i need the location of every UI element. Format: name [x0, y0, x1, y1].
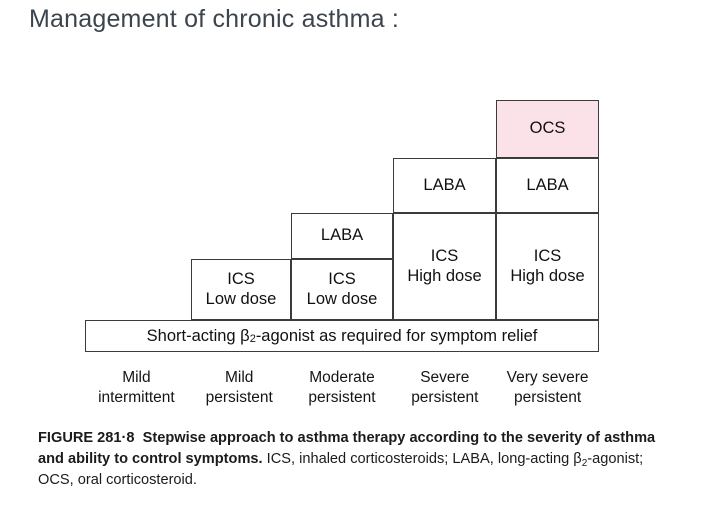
caption-figure-number: FIGURE 281·8 — [38, 430, 135, 446]
step-cell-very-severe-persistent-ics[interactable]: ICS High dose — [496, 213, 599, 320]
page-title: Management of chronic asthma : — [29, 5, 400, 33]
cell-line2: High dose — [510, 266, 585, 285]
figure-caption: FIGURE 281·8 Stepwise approach to asthma… — [38, 428, 676, 491]
severity-line2: persistent — [308, 389, 376, 407]
cell-line1: ICS — [430, 247, 459, 266]
cell-line2: High dose — [407, 266, 482, 285]
cell-line2: Low dose — [205, 289, 277, 308]
severity-line2: persistent — [205, 389, 273, 407]
stepwise-staircase-diagram: ICS Low dose LABA ICS Low dose LABA ICS … — [85, 100, 599, 352]
cell-line1: ICS — [227, 270, 255, 289]
caption-rest-subscript: 2 — [581, 458, 588, 469]
severity-line2: intermittent — [98, 389, 175, 407]
severity-line2: persistent — [513, 389, 582, 407]
severity-label-mild-intermittent: Mild intermittent — [85, 368, 188, 410]
step-cell-very-severe-persistent-ocs[interactable]: OCS — [496, 100, 599, 158]
reliever-subscript: 2 — [249, 333, 256, 345]
severity-label-severe-persistent: Severe persistent — [393, 368, 496, 410]
severity-line1: Very severe — [506, 369, 589, 386]
severity-label-mild-persistent: Mild persistent — [188, 368, 291, 410]
step-cell-moderate-persistent-ics[interactable]: ICS Low dose — [291, 259, 393, 320]
cell-line2: Low dose — [306, 289, 378, 308]
step-cell-severe-persistent-ics[interactable]: ICS High dose — [393, 213, 496, 320]
cell-line1: OCS — [529, 119, 566, 138]
cell-line1: LABA — [423, 175, 466, 194]
cell-line1: LABA — [320, 226, 364, 245]
severity-label-very-severe-persistent: Very severe persistent — [496, 368, 599, 410]
step-cell-mild-persistent-ics[interactable]: ICS Low dose — [191, 259, 291, 320]
cell-line1: ICS — [328, 270, 356, 289]
step-cell-very-severe-persistent-laba[interactable]: LABA — [496, 158, 599, 213]
severity-label-moderate-persistent: Moderate persistent — [291, 368, 394, 410]
caption-rest-part1: ICS, inhaled corticosteroids; LABA, long… — [262, 451, 582, 467]
caption-rest-part2: -agonist; OCS, oral corticosteroid. — [38, 451, 644, 488]
step-cell-moderate-persistent-laba[interactable]: LABA — [291, 213, 393, 259]
reliever-suffix: -agonist as required for symptom relief — [255, 326, 538, 345]
severity-line1: Severe — [420, 369, 470, 386]
cell-line1: LABA — [526, 175, 569, 194]
severity-line1: Mild — [224, 369, 254, 386]
severity-line1: Mild — [122, 369, 151, 386]
cell-line1: ICS — [533, 247, 562, 266]
severity-line2: persistent — [411, 389, 479, 407]
step-cell-severe-persistent-laba[interactable]: LABA — [393, 158, 496, 213]
severity-line1: Moderate — [309, 369, 375, 386]
reliever-prefix: Short-acting β — [146, 326, 250, 345]
severity-label-row: Mild intermittent Mild persistent Modera… — [85, 368, 599, 410]
caption-bold-text: Stepwise approach to asthma therapy acco… — [38, 430, 656, 467]
